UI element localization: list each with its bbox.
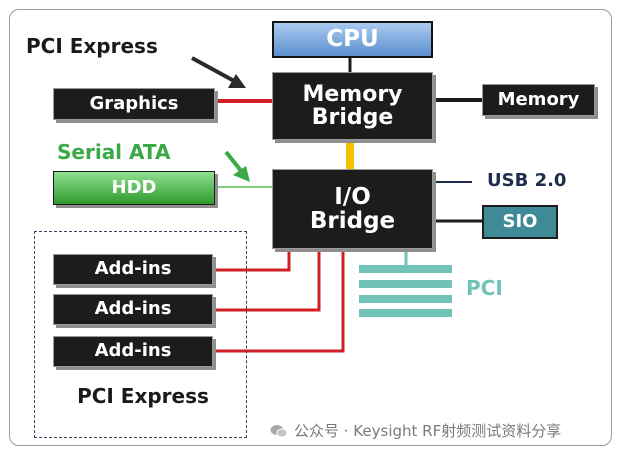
pcie-pointer-arrowhead	[228, 74, 246, 88]
memory-bridge-block: Memory Bridge	[272, 72, 433, 140]
pcie-addins-group	[34, 231, 247, 438]
io-bridge-block: I/O Bridge	[272, 169, 433, 249]
wechat-icon	[270, 424, 288, 437]
addin-block-3: Add-ins	[53, 336, 213, 367]
serial-ata-label: Serial ATA	[57, 140, 171, 164]
pci-bus-line-2	[359, 280, 452, 288]
pci-bus-line-4	[359, 309, 452, 317]
addin-block-2: Add-ins	[53, 294, 213, 325]
pcie-pointer-arrow-shaft	[191, 56, 237, 84]
cpu-block: CPU	[272, 21, 433, 58]
addin-block-1: Add-ins	[53, 254, 213, 285]
usb-label: USB 2.0	[487, 170, 567, 191]
sio-block: SIO	[482, 205, 558, 239]
pci-bus-line-3	[359, 295, 452, 303]
io-bridge-label: I/O Bridge	[309, 183, 396, 234]
pci-express-label-bottom: PCI Express	[77, 384, 209, 408]
sata-pointer-arrow-shaft	[224, 150, 244, 174]
addin-1-pcie-link	[213, 249, 291, 272]
memory-block: Memory	[482, 84, 595, 116]
addin-2-pcie-link	[213, 249, 321, 312]
pci-bus-line-1	[359, 265, 452, 273]
sata-pointer-arrowhead	[233, 166, 250, 182]
watermark-text: 公众号 · Keysight RF射频测试资料分享	[294, 422, 562, 440]
pci-label: PCI	[466, 276, 503, 300]
watermark: 公众号 · Keysight RF射频测试资料分享	[270, 420, 561, 441]
memory-bridge-label: Memory Bridge	[302, 81, 403, 130]
addin-3-pcie-link	[213, 249, 345, 353]
graphics-block: Graphics	[53, 88, 215, 120]
pci-express-label-top: PCI Express	[26, 34, 158, 58]
hdd-block: HDD	[53, 171, 215, 205]
